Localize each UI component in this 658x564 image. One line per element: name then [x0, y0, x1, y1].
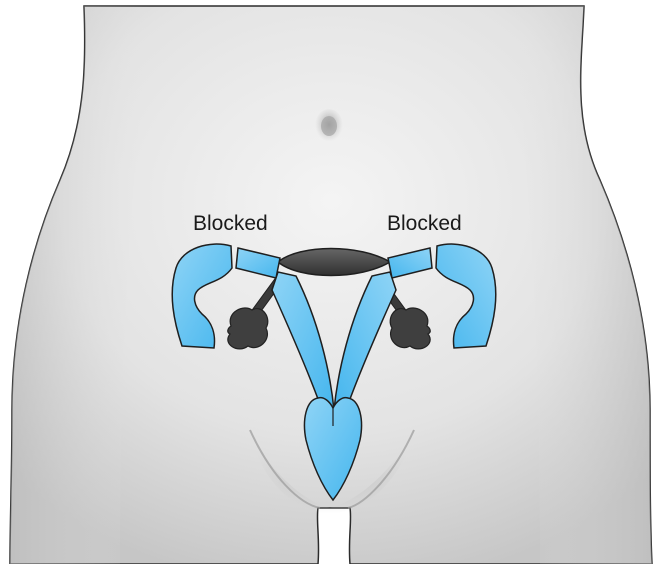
- right-tube-blocked-label: Blocked: [387, 212, 462, 236]
- navel-core: [321, 116, 337, 136]
- left-tube-blocked-label: Blocked: [193, 212, 268, 236]
- left-ovary: [228, 308, 268, 349]
- right-ovary: [390, 308, 430, 349]
